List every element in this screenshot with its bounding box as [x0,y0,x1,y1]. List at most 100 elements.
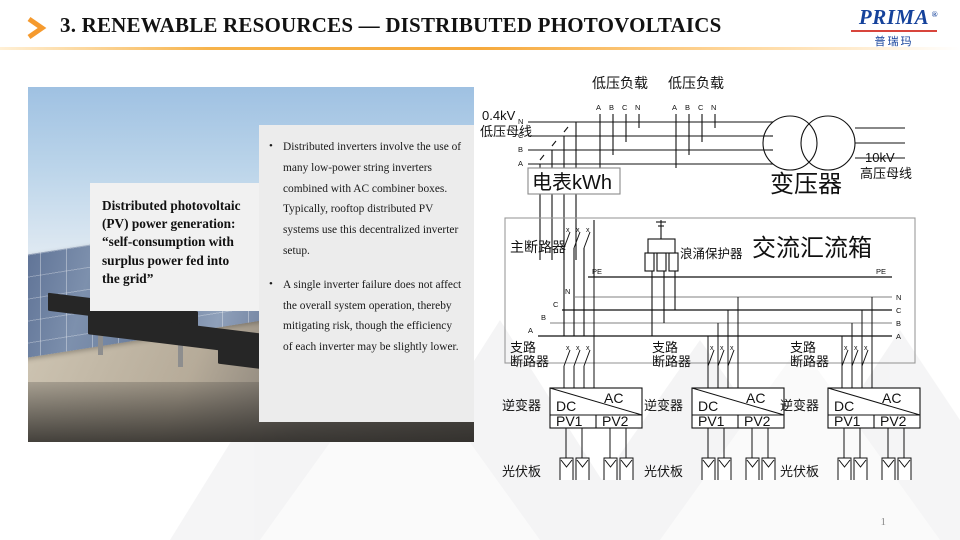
svg-text:x: x [710,345,714,352]
transformer-label: 变压器 [770,171,842,198]
inverter-dc-label-3: DC [834,398,854,414]
combiner-rail-labels-left: PE N C B A [528,267,602,335]
svg-text:A: A [896,332,901,341]
svg-text:x: x [576,345,580,352]
svg-text:断路器: 断路器 [790,354,829,369]
pv-panel-label-3: 光伏板 [780,464,819,479]
pv-panel-symbols-3 [837,457,912,480]
inverter-unit-2: 逆变器 DC AC PV1 PV2 光伏板 [644,387,785,480]
svg-text:x: x [586,227,590,234]
main-breaker-label: 主断路器 [510,239,566,255]
svg-text:C: C [622,103,628,112]
hv-bus-voltage-label: 10kV [865,150,895,165]
svg-text:PE: PE [592,267,602,276]
bullet-panel: Distributed inverters involve the use of… [259,125,474,422]
svg-text:B: B [896,319,901,328]
svg-text:x: x [720,345,724,352]
svg-text:N: N [565,287,570,296]
svg-text:C: C [553,300,559,309]
inverter-ac-label-1: AC [604,390,623,406]
svg-text:A: A [672,103,677,112]
chevron-right-icon [27,16,47,40]
svg-text:x: x [566,227,570,234]
svg-text:B: B [518,145,523,154]
inverter-label-1: 逆变器 [502,398,541,413]
svg-text:x: x [854,345,858,352]
svg-text:C: C [518,131,524,140]
inverter-ac-label-3: AC [882,390,901,406]
energy-meter-box [527,167,621,195]
svg-text:N: N [518,117,523,126]
registered-trademark-icon: ® [931,10,939,19]
ac-combiner-box-title: 交流汇流箱 [752,235,872,262]
pv-panel-label-2: 光伏板 [644,464,683,479]
inverter-label-2: 逆变器 [644,398,683,413]
svg-text:B: B [541,313,546,322]
lv-load-label-1: 低压负载 [592,75,648,91]
list-item: Distributed inverters involve the use of… [267,136,464,262]
combiner-busbars [538,276,892,337]
svg-text:x: x [730,345,734,352]
svg-text:A: A [596,103,601,112]
photo-caption-box: Distributed photovoltaic (PV) power gene… [90,183,260,311]
svg-text:A: A [518,159,523,168]
svg-text:C: C [698,103,704,112]
inverter-unit-3: 逆变器 DC AC PV1 PV2 光伏板 [780,387,921,480]
svg-text:A: A [528,326,533,335]
pv-panel-symbols-1 [559,457,634,480]
meter-label: 电表kWh [532,171,612,194]
ac-combiner-box-outline [504,217,916,364]
svg-text:支路: 支路 [652,340,678,355]
inverter-unit-1: 逆变器 DC AC PV1 PV2 光伏板 [502,387,643,480]
logo-wordmark: PRIMA® [858,5,938,29]
svg-text:C: C [896,306,902,315]
lv-bus-voltage-label: 0.4kV [482,108,516,123]
svg-text:x: x [844,345,848,352]
svg-text:B: B [685,103,690,112]
list-item: A single inverter failure does not affec… [267,274,464,358]
inverter-label-3: 逆变器 [780,398,819,413]
page-title: 3. RENEWABLE RESOURCES — DISTRIBUTED PHO… [60,13,722,37]
page-number: 1 [880,516,887,528]
svg-text:x: x [864,345,868,352]
pv-panel-symbols-2 [701,457,776,480]
svg-text:断路器: 断路器 [652,354,691,369]
inverter-pv2-label-3: PV2 [880,413,907,429]
bullet-list: Distributed inverters involve the use of… [267,136,464,358]
header-divider [0,47,960,50]
inverter-pv2-label-2: PV2 [744,413,771,429]
brand-logo: PRIMA® 普瑞玛 [838,6,950,50]
surge-protector-label: 浪涌保护器 [680,246,743,261]
combiner-rail-labels-right: PE N C B A [876,267,902,341]
hv-bus-label: 高压母线 [860,166,912,181]
logo-word-text: PRIMA [858,5,930,29]
main-breaker-symbol: x x x [563,227,591,249]
inverter-pv1-label-2: PV1 [698,413,725,429]
inverter-dc-label-1: DC [556,398,576,414]
lv-bus-label: 低压母线 [480,124,532,139]
inverter-dc-label-2: DC [698,398,718,414]
svg-text:N: N [635,103,640,112]
logo-underline [851,30,937,32]
svg-text:N: N [711,103,716,112]
lv-load-label-2: 低压负载 [668,75,724,91]
logo-chinese-name: 普瑞玛 [874,36,914,48]
surge-protector-symbol [644,220,679,272]
svg-text:x: x [586,345,590,352]
inverter-ac-label-2: AC [746,390,765,406]
svg-text:x: x [576,227,580,234]
svg-text:x: x [566,345,570,352]
svg-text:支路: 支路 [510,340,536,355]
inverter-pv1-label-1: PV1 [556,413,583,429]
inverter-pv1-label-3: PV1 [834,413,861,429]
svg-text:B: B [609,103,614,112]
inverter-pv2-label-1: PV2 [602,413,629,429]
svg-text:支路: 支路 [790,340,816,355]
photo-caption-text: Distributed photovoltaic (PV) power gene… [102,198,241,286]
